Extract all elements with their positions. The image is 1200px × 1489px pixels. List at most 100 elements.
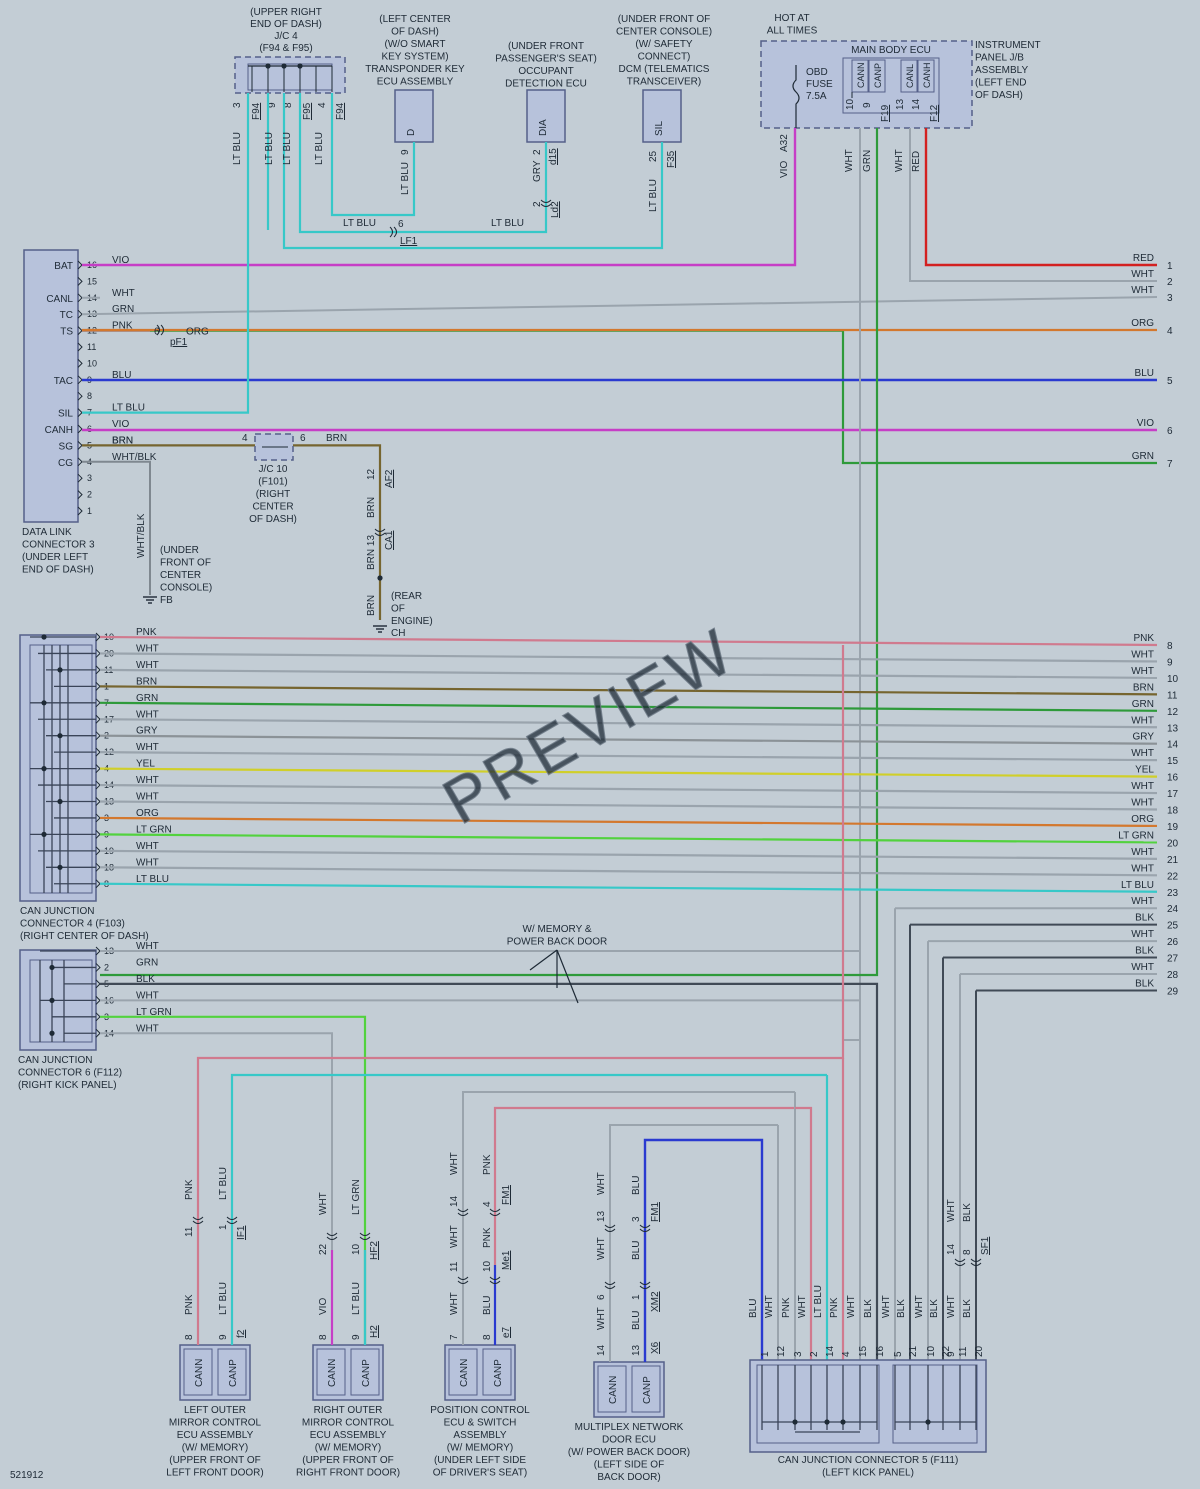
connector-mark (954, 1258, 966, 1262)
terminal-number: 1 (1167, 261, 1173, 272)
cj5-pin-number: 21 (908, 1345, 919, 1357)
terminal-number: 12 (1167, 707, 1179, 718)
pin-number: 8 (482, 1334, 493, 1340)
wire-door-blu (643, 1138, 764, 1362)
wire-color-label: PNK (482, 1154, 493, 1175)
connector-code: X6 (650, 1341, 661, 1354)
cj5-connector (749, 1359, 987, 1453)
pin-number: 9 (351, 1334, 362, 1340)
connector-code: pF1 (170, 337, 188, 348)
pin-number: 6 (154, 327, 160, 338)
dlc3-pin-number: 3 (87, 473, 92, 483)
pin-number: 3 (631, 1216, 642, 1222)
cj5-pin-number: 5 (893, 1351, 904, 1357)
wire-color-label: LT GRN (351, 1179, 362, 1215)
cj5-pin-number: 3 (793, 1351, 804, 1357)
wire-cg-whtblk (82, 460, 151, 595)
connector-mark (970, 1258, 982, 1262)
obd-fuse-label: FUSE (806, 79, 833, 90)
wire-color-label: WHT (881, 1295, 892, 1318)
connector-code: FM1 (650, 1202, 661, 1222)
bottom-ecu-label: LEFT FRONT DOOR) (166, 1468, 263, 1479)
pin-number: 9 (267, 102, 278, 108)
pin-arrow (77, 391, 83, 401)
wire-cj6-14-wht (100, 1032, 333, 1360)
dlc3-pin-label: SG (59, 441, 74, 452)
right-wire-color-label: WHT (1131, 929, 1154, 940)
ecu-pin (448, 1348, 478, 1396)
main-body-ecu-pin (917, 59, 935, 93)
connector-mark (604, 1224, 616, 1228)
connector-mark (326, 1236, 338, 1240)
junction-dot (41, 634, 47, 640)
connector-mark (226, 1216, 238, 1220)
wire-canN-wht (843, 128, 861, 1041)
dlc3-pin-label: TS (60, 327, 73, 338)
wire-color-label: GRN (862, 150, 873, 172)
wire-cj4-13 (99, 800, 1158, 811)
wire-color-label: WHT (449, 1292, 460, 1315)
ecu-pin-label: CANP (228, 1359, 239, 1387)
jc4-label: (UPPER RIGHT (250, 7, 322, 18)
right-wire-color-label: BLK (1135, 978, 1154, 989)
dlc3-pin-label: SIL (58, 409, 73, 420)
terminal-number: 22 (1167, 871, 1179, 882)
wire-color-label: ORG (186, 327, 209, 338)
ground-ch-label: (REAR (391, 591, 422, 602)
wire-color-label: BLK (136, 974, 155, 985)
bottom-ecu-label: DOOR ECU (602, 1435, 656, 1446)
bottom-ecu-label: ECU ASSEMBLY (177, 1430, 254, 1441)
wire-cj4-17 (99, 718, 1158, 729)
pin-number: 13 (631, 1344, 642, 1356)
occupant-ecu-label: PASSENGER'S SEAT) (495, 54, 597, 65)
connector-code: F94 (335, 102, 346, 120)
cj5-pin-number: 20 (974, 1345, 985, 1357)
ipjb-label: ASSEMBLY (975, 65, 1028, 76)
key-ecu-label: (W/O SMART (385, 39, 446, 50)
connector-mark (374, 532, 386, 536)
main-body-ecu-pin (900, 59, 918, 93)
pin-number: 22 (318, 1243, 329, 1255)
wire-red-1 (924, 128, 1157, 267)
wire-cj4-7 (99, 701, 1158, 712)
pin-number: 9 (218, 1334, 229, 1340)
right-wire-color-label: WHT (1131, 748, 1154, 759)
wire-color-label: PNK (112, 321, 133, 332)
connector-mark (160, 324, 164, 336)
junction-dot (57, 667, 63, 673)
ecu-pin (631, 1365, 661, 1413)
wire-color-label: WHT (136, 941, 159, 952)
wire-color-label: WHT (596, 1237, 607, 1260)
junction-dot (377, 575, 383, 581)
dcm-pin: SIL (654, 121, 665, 136)
dlc3-pin-label: CANL (46, 294, 73, 305)
pin-number: 6 (398, 219, 404, 230)
wire-color-label: VIO (779, 161, 790, 178)
wire-color-label: YEL (136, 759, 155, 770)
pin-number: 9 (400, 149, 411, 155)
pin-number: 14 (596, 1344, 607, 1356)
connector-mark (489, 1208, 501, 1212)
cj5-pin-number: 14 (825, 1345, 836, 1357)
wire-color-label: LT BLU (351, 1282, 362, 1315)
terminal-number: 6 (1167, 426, 1173, 437)
bottom-ecu-label: (W/ MEMORY) (447, 1443, 513, 1454)
wire-color-label: PNK (184, 1294, 195, 1315)
wire-color-label: BRN (366, 595, 377, 616)
right-wire-color-label: WHT (1131, 798, 1154, 809)
connector-mark (457, 1276, 469, 1280)
junction-dot (792, 1419, 798, 1425)
pin-number: 14 (946, 1243, 957, 1255)
right-wire-color-label: WHT (1131, 285, 1154, 296)
cj5-caption: (LEFT KICK PANEL) (822, 1468, 914, 1479)
bottom-ecu-label: (W/ MEMORY) (182, 1443, 248, 1454)
wire-color-label: WHT (136, 643, 159, 654)
cj4-caption: (RIGHT CENTER OF DASH) (20, 931, 149, 942)
connector-code: Ld2 (550, 201, 561, 218)
wire-left-mirror-ltblu (230, 1073, 827, 1345)
connector-mark (192, 1220, 204, 1224)
dlc3-pin-number: 1 (87, 506, 92, 516)
pin-arrow (77, 473, 83, 483)
terminal-number: 21 (1167, 855, 1179, 866)
wire-occupant-ltblu (298, 93, 548, 234)
